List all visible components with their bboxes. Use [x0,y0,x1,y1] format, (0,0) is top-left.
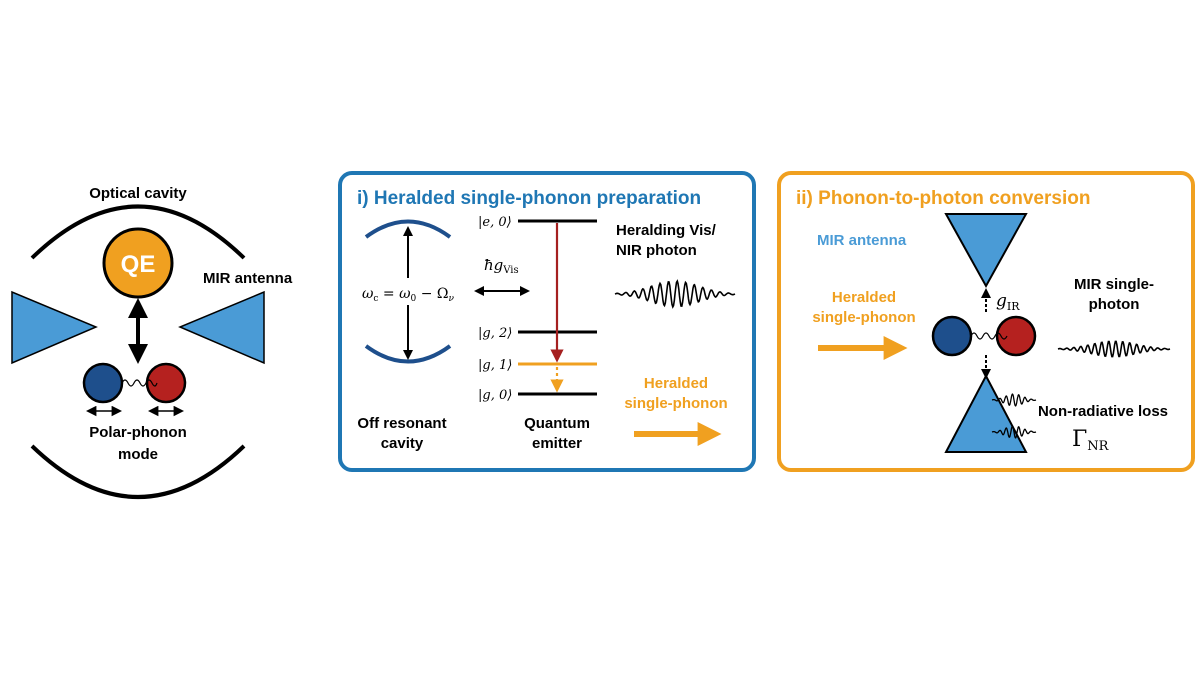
off-resonant-cavity-bottom-mirror [364,344,452,364]
panel-ii-red-atom [995,315,1037,357]
panel-ii-dark-blue-atom [931,315,973,357]
polar-phonon-label: Polar-phonon [89,424,187,441]
mir-antenna-label-right: MIR antenna [817,232,907,249]
left-antenna-triangle [11,290,98,365]
red-atom [145,362,187,404]
panel-ii-title: ii) Phonon-to-photon conversion [796,188,1090,209]
mir-photon-label-2: photon [1089,296,1140,313]
off-resonant-cavity-top-mirror [364,219,452,239]
heralded-phonon-input-label-1: Heralded [832,289,896,306]
non-radiative-loss-label: Non-radiative loss [1038,403,1168,420]
heralding-photon-label-2: NIR photon [616,242,697,259]
left-schematic: Optical cavity QE MIR antenna Polar-phon… [11,185,293,499]
heralded-phonon-input-label-2: single-phonon [812,309,915,326]
non-radiative-loss-symbol: ΓNR [1072,427,1110,454]
cavity-top-mirror [30,204,246,260]
mir-photon-label-1: MIR single- [1074,276,1154,293]
level-g0-label: |g, 0⟩ [478,388,512,403]
panel-heralded-preparation: i) Heralded single-phonon preparation ωc… [338,171,756,472]
optical-cavity-label: Optical cavity [89,185,187,202]
panel-phonon-to-photon: ii) Phonon-to-photon conversion MIR ante… [777,171,1195,472]
heralding-photon-label-1: Heralding Vis/ [616,222,717,239]
panel-ii-bond-spring [970,332,1008,340]
panel-ii-frame [777,171,1195,472]
panel-i-frame [338,171,756,472]
loss-wavepacket-lower [991,425,1037,439]
off-resonant-cavity-caption-2: cavity [381,435,424,452]
mode-label: mode [118,446,158,463]
dark-blue-atom [82,362,124,404]
cavity-bottom-mirror [30,444,246,499]
quantum-emitter-caption-2: emitter [532,435,582,452]
level-g1-label: |g, 1⟩ [478,358,512,373]
level-e0-label: |e, 0⟩ [478,215,512,230]
quantum-emitter-caption-1: Quantum [524,415,590,432]
mir-photon-wavepacket [1057,340,1171,358]
mir-antenna-label-left: MIR antenna [203,270,293,287]
loss-wavepacket-upper [991,393,1037,407]
heralding-photon-wavepacket [614,279,736,309]
qe-label: QE [121,251,156,278]
off-resonant-cavity-caption-1: Off resonant [357,415,446,432]
top-antenna-triangle [944,213,1028,289]
vis-coupling-label: ħgVis [484,256,519,276]
heralded-phonon-label-1: Heralded [644,375,708,392]
cavity-frequency-label: ωc = ω0 − Ων [362,286,455,304]
heralded-phonon-label-2: single-phonon [624,395,727,412]
right-antenna-triangle [178,290,265,365]
ir-coupling-label: gIR [996,291,1020,313]
bond-spring [121,379,158,387]
bottom-antenna-triangle [944,373,1028,453]
quantum-emitter-circle [102,227,174,299]
panel-i-title: i) Heralded single-phonon preparation [357,188,701,209]
level-g2-label: |g, 2⟩ [478,326,512,341]
